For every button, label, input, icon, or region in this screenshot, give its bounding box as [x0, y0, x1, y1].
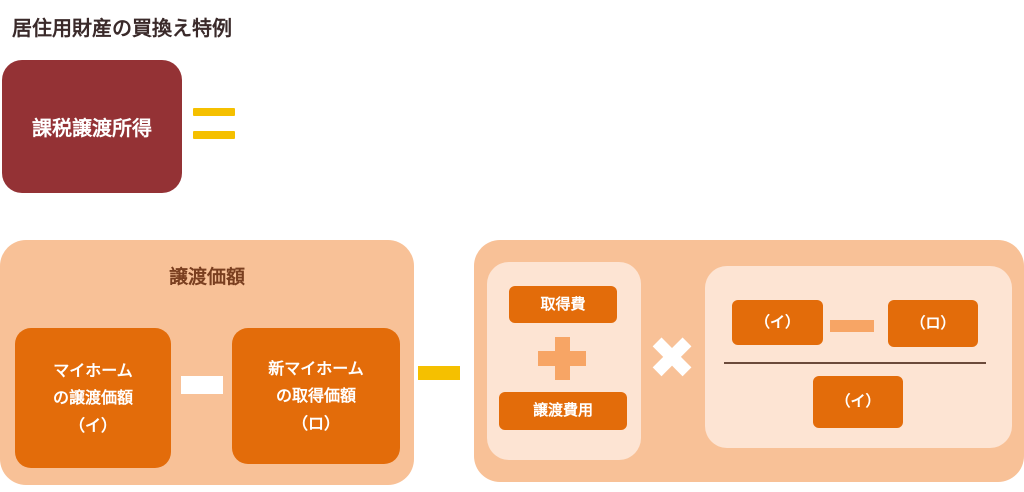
- acquisition-cost-box: 取得費: [509, 286, 617, 323]
- fraction-bar: [724, 362, 986, 364]
- page-title: 居住用財産の買換え特例: [12, 16, 232, 40]
- transfer-cost-box: 譲渡費用: [499, 392, 627, 430]
- my-home-line2: の譲渡価額: [52, 388, 133, 408]
- transfer-cost-label: 譲渡費用: [532, 401, 593, 420]
- acquisition-cost-label: 取得費: [540, 294, 586, 313]
- my-home-line1: マイホーム: [53, 361, 133, 381]
- minus-icon-ratio: [830, 320, 874, 332]
- new-home-line1: 新マイホーム: [268, 359, 364, 379]
- plus-icon-horizontal: [538, 351, 586, 366]
- numerator-i-label: （イ）: [754, 312, 800, 331]
- denominator-i-box: （イ）: [813, 376, 903, 428]
- equals-icon-bottom-bar: [193, 131, 235, 139]
- numerator-ro-box: （ロ）: [888, 300, 978, 347]
- minus-icon-left: [181, 376, 223, 394]
- my-home-transfer-price-box: マイホーム の譲渡価額 （イ）: [15, 328, 171, 468]
- new-home-tag: （ロ）: [291, 413, 340, 433]
- denominator-i-label: （イ）: [835, 392, 881, 411]
- taxable-income-label: 課税譲渡所得: [32, 116, 152, 140]
- numerator-ro-label: （ロ）: [910, 313, 956, 332]
- new-home-acquisition-price-box: 新マイホーム の取得価額 （ロ）: [232, 328, 400, 464]
- equals-icon-top-bar: [193, 108, 235, 116]
- new-home-line2: の取得価額: [275, 386, 356, 406]
- transfer-price-title: 譲渡価額: [168, 266, 245, 288]
- my-home-tag: （イ）: [68, 415, 117, 435]
- times-icon: ✖: [647, 324, 697, 392]
- minus-icon-main: [418, 366, 460, 380]
- taxable-income-box: 課税譲渡所得: [2, 60, 182, 193]
- numerator-i-box: （イ）: [732, 300, 823, 345]
